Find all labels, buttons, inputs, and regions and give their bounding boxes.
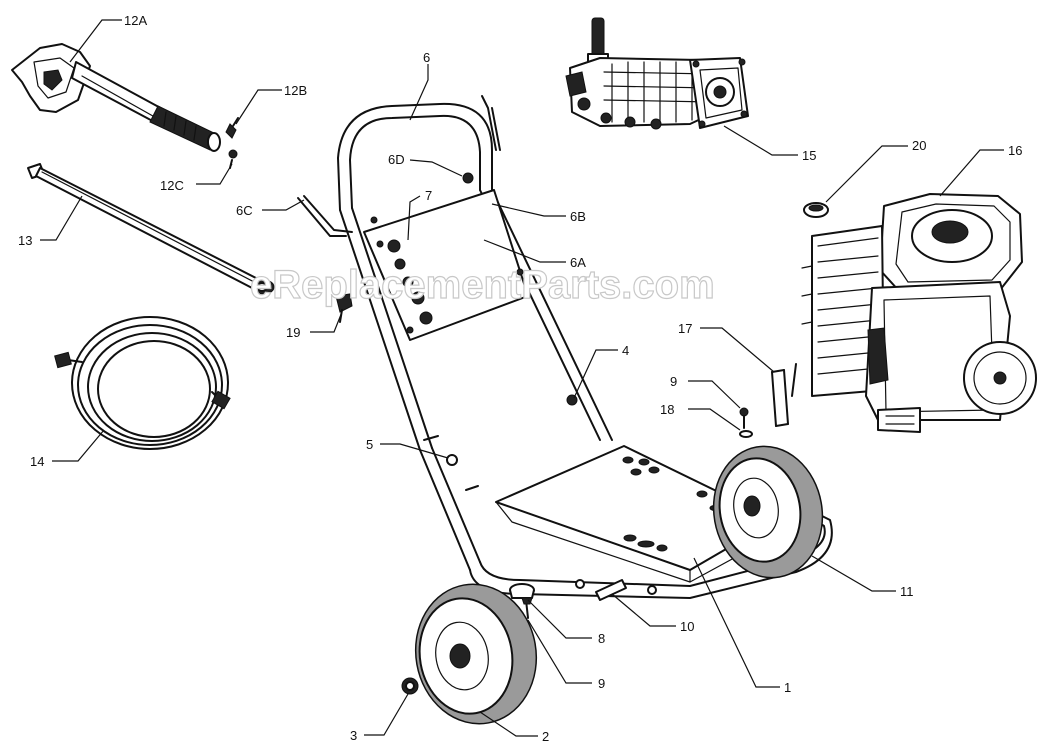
callout-13: 13 — [18, 233, 32, 248]
spray-wand-part-13 — [27, 163, 275, 295]
callout-17: 17 — [678, 321, 692, 336]
callout-5: 5 — [366, 437, 373, 452]
callout-6c: 6C — [236, 203, 253, 218]
callout-12c: 12C — [160, 178, 184, 193]
bolt-part-9-lower — [521, 597, 533, 619]
callout-12a: 12A — [124, 13, 147, 28]
callout-11: 11 — [900, 584, 914, 599]
callout-14: 14 — [30, 454, 44, 469]
hub-cap-part-3 — [401, 677, 419, 695]
callout-12b: 12B — [284, 83, 307, 98]
engine-part-16 — [801, 193, 1037, 433]
callout-3: 3 — [350, 728, 357, 743]
high-pressure-hose-part-14 — [54, 316, 231, 450]
bolt-part-9-upper — [739, 407, 749, 429]
callout-6a: 6A — [570, 255, 586, 270]
screw-part-12c — [228, 149, 238, 169]
spray-gun-part-12a — [11, 43, 221, 152]
callout-20: 20 — [912, 138, 926, 153]
control-panel-part-6a — [363, 189, 529, 341]
bracket-part-17 — [771, 363, 797, 427]
gun-holder-part-6c — [297, 195, 353, 237]
wheel-front-part-2 — [414, 583, 538, 725]
callout-6d: 6D — [388, 152, 405, 167]
washer-part-18 — [739, 430, 753, 438]
callout-6b: 6B — [570, 209, 586, 224]
callout-9-lower: 9 — [598, 676, 605, 691]
foot-part-8 — [509, 583, 535, 599]
callout-8: 8 — [598, 631, 605, 646]
callout-16: 16 — [1008, 143, 1022, 158]
watermark-text: eReplacementParts.com — [250, 263, 715, 307]
callout-10: 10 — [680, 619, 694, 634]
screw-part-12b — [225, 117, 239, 139]
callout-7: 7 — [425, 188, 432, 203]
callout-18: 18 — [660, 402, 674, 417]
callout-19: 19 — [286, 325, 300, 340]
callout-labels: 12A 12B 12C 13 14 15 16 20 6 6D 7 6C 6B … — [18, 13, 1022, 744]
pin-part-10 — [595, 579, 627, 601]
handle-frame-part-6 — [337, 95, 613, 571]
cap-part-20 — [803, 202, 829, 218]
callout-4: 4 — [622, 343, 629, 358]
callout-15: 15 — [802, 148, 816, 163]
leader-lines — [40, 19, 1004, 737]
callout-2: 2 — [542, 729, 549, 744]
callout-6: 6 — [423, 50, 430, 65]
callout-9-upper: 9 — [670, 374, 677, 389]
wheel-rear-part-2 — [712, 445, 824, 579]
callout-1: 1 — [784, 680, 791, 695]
pump-assembly-part-15 — [565, 17, 749, 130]
